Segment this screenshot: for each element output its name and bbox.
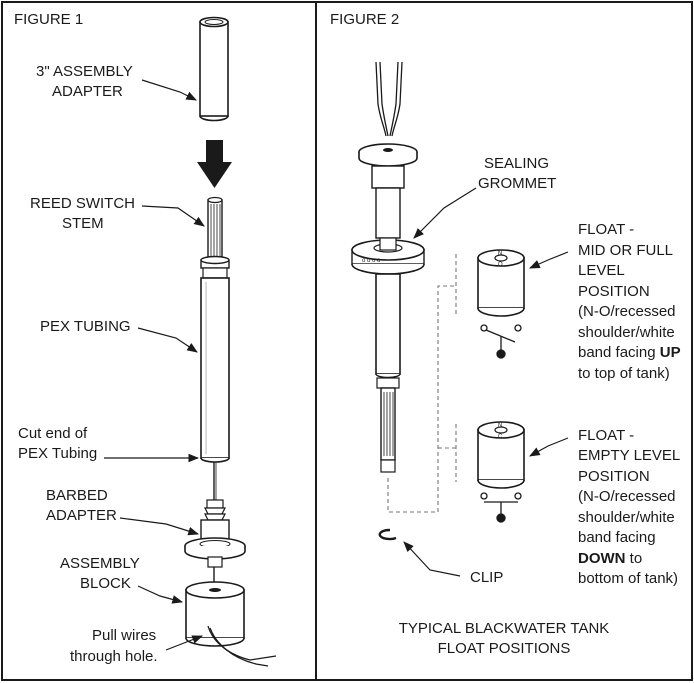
pull-wires-label-1: Pull wires bbox=[92, 627, 156, 644]
pull-wires-leader bbox=[165, 635, 204, 651]
float-mid-line6: shoulder/white bbox=[578, 324, 675, 341]
float-mid-glyph-bottom: O bbox=[498, 262, 503, 268]
float-mid-line4: POSITION bbox=[578, 283, 650, 300]
reed-switch-stem bbox=[207, 196, 223, 259]
clip-part bbox=[378, 528, 397, 541]
barbed-adapter-leader bbox=[119, 517, 200, 536]
float-mid-line1: FLOAT - bbox=[578, 221, 634, 238]
reed-switch-label-2: STEM bbox=[62, 215, 104, 232]
float-stem bbox=[375, 273, 401, 473]
float-mid-line8: to top of tank) bbox=[578, 365, 670, 382]
float-empty-line7-post: to bbox=[626, 550, 643, 567]
assembly-block-label-1: ASSEMBLY bbox=[60, 555, 140, 572]
insert-down-arrow bbox=[197, 140, 232, 188]
assembly-block-label-2: BLOCK bbox=[80, 575, 131, 592]
figure2-caption-2: FLOAT POSITIONS bbox=[438, 640, 571, 657]
float-empty-line4: (N-O/recessed bbox=[578, 488, 676, 505]
float-empty-leader bbox=[529, 437, 569, 457]
figure1-frame bbox=[1, 1, 317, 681]
float-mid-leader bbox=[529, 251, 569, 269]
float-empty-glyph-bottom: C bbox=[498, 434, 503, 440]
svg-text:band facing UP: band facing UP bbox=[578, 344, 681, 361]
float-empty-line2: EMPTY LEVEL bbox=[578, 447, 680, 464]
float-mid-level: N O bbox=[477, 249, 525, 317]
barbed-adapter bbox=[184, 499, 246, 568]
assembly-block-leader bbox=[137, 585, 184, 604]
sealing-grommet-label-1: SEALING bbox=[484, 155, 549, 172]
assembly-adapter-tube bbox=[199, 16, 229, 122]
svg-text:DOWN to: DOWN to bbox=[578, 550, 642, 567]
float-mid-line7-pre: band facing bbox=[578, 344, 660, 361]
float-mid-label: FLOAT - MID OR FULL LEVEL POSITION (N-O/… bbox=[578, 221, 681, 382]
barbed-adapter-label-1: BARBED bbox=[46, 487, 108, 504]
cut-end-label-1: Cut end of bbox=[18, 425, 88, 442]
sealing-grommet: o o o o bbox=[351, 237, 425, 275]
pex-tubing-leader bbox=[137, 327, 198, 353]
float-mid-line5: (N-O/recessed bbox=[578, 303, 676, 320]
pex-tubing bbox=[200, 255, 230, 463]
clip-leader bbox=[403, 541, 461, 577]
pex-tubing-label: PEX TUBING bbox=[40, 318, 131, 335]
switch-symbol-open bbox=[480, 324, 522, 359]
cut-end-label-2: PEX Tubing bbox=[18, 445, 97, 462]
sealing-grommet-label-2: GROMMET bbox=[478, 175, 556, 192]
float-empty-level: N C bbox=[477, 421, 525, 489]
float-empty-line6: band facing bbox=[578, 529, 656, 546]
pull-wires-label-2: through hole. bbox=[70, 648, 158, 665]
float-empty-line1: FLOAT - bbox=[578, 427, 634, 444]
float-mid-line7-bold: UP bbox=[660, 344, 681, 361]
grommet-marking: o o o o bbox=[362, 258, 381, 264]
figure2-frame bbox=[315, 1, 693, 681]
float-empty-line5: shoulder/white bbox=[578, 509, 675, 526]
float-mid-glyph-top: N bbox=[498, 251, 502, 257]
assembly-adapter-label-2: ADAPTER bbox=[52, 83, 123, 100]
float-empty-glyph-top: N bbox=[498, 423, 502, 429]
figure1-title: FIGURE 1 bbox=[14, 11, 83, 28]
top-fitting bbox=[358, 143, 418, 239]
float-empty-line7-bold: DOWN bbox=[578, 550, 626, 567]
assembly-block bbox=[185, 567, 245, 647]
sealing-grommet-leader bbox=[413, 187, 477, 239]
float-mid-line2: MID OR FULL bbox=[578, 242, 673, 259]
top-wires bbox=[375, 61, 403, 137]
float-empty-line3: POSITION bbox=[578, 468, 650, 485]
clip-label: CLIP bbox=[470, 569, 503, 586]
figure2-title: FIGURE 2 bbox=[330, 11, 399, 28]
switch-symbol-closed bbox=[480, 492, 522, 523]
assembly-adapter-leader bbox=[141, 79, 197, 101]
assembly-adapter-label-1: 3" ASSEMBLY bbox=[36, 63, 133, 80]
float-empty-label: FLOAT - EMPTY LEVEL POSITION (N-O/recess… bbox=[578, 427, 680, 587]
reed-switch-label-1: REED SWITCH bbox=[30, 195, 135, 212]
position-guides bbox=[387, 254, 457, 513]
float-mid-line3: LEVEL bbox=[578, 262, 625, 279]
reed-switch-leader bbox=[141, 205, 205, 227]
barbed-adapter-label-2: ADAPTER bbox=[46, 507, 117, 524]
figure2-caption-1: TYPICAL BLACKWATER TANK bbox=[399, 620, 610, 637]
float-empty-line8: bottom of tank) bbox=[578, 570, 678, 587]
